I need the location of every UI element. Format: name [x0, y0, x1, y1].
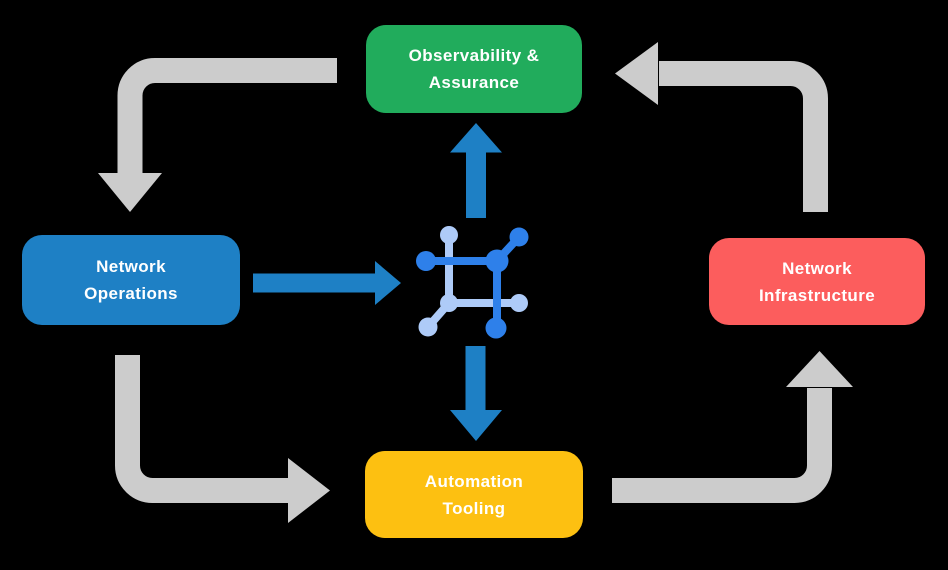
cycle-arrowhead-left-icon	[615, 42, 658, 105]
flow-arrowhead-down-icon	[450, 410, 502, 441]
flow-arrow-hub-to-observability	[450, 123, 502, 218]
network-operations-node: Network Operations	[22, 235, 240, 325]
mesh-node-right-light	[510, 294, 528, 312]
mesh-node-top-right-corner-dark	[485, 249, 509, 273]
node-label-line2: Infrastructure	[758, 285, 876, 305]
cycle-arrow-infrastructure-to-observability	[615, 42, 828, 212]
cycle-arrowhead-right-icon	[288, 458, 330, 523]
mesh-node-left-dark	[416, 251, 436, 271]
flow-arrowhead-up-icon	[450, 123, 502, 153]
mesh-node-bottom-left-corner-light	[440, 294, 458, 312]
flow-arrowhead-right-icon	[375, 261, 401, 305]
mesh-node-top-right-dark	[509, 227, 529, 247]
cycle-arrow-shaft	[117, 58, 337, 174]
flow-arrow-operations-to-hub	[253, 261, 401, 305]
node-label-line2: Operations	[84, 284, 178, 303]
mesh-node-top-light	[440, 226, 458, 244]
automation-tooling-node: Automation Tooling	[365, 451, 583, 538]
node-label-line1: Observability &	[408, 46, 540, 65]
cycle-arrowhead-up-icon	[786, 351, 853, 387]
cycle-arrowhead-down-icon	[98, 173, 162, 212]
cycle-arrow-observability-to-operations	[98, 58, 337, 212]
cycle-arrow-operations-to-automation	[115, 355, 330, 523]
node-label-line1: Network	[782, 258, 852, 278]
node-label-line2: Tooling	[442, 498, 506, 518]
network-mesh-icon	[416, 226, 529, 339]
cycle-arrow-shaft	[115, 355, 289, 503]
node-label-line1: Automation	[424, 471, 524, 491]
mesh-node-bottom-dark	[485, 317, 507, 339]
mesh-node-bottom-left-light	[418, 317, 438, 337]
cycle-arrow-shaft	[659, 61, 828, 212]
observability-assurance-node: Observability & Assurance	[366, 25, 582, 113]
node-label-line1: Network	[96, 257, 166, 276]
node-label-line2: Assurance	[428, 73, 520, 92]
network-infrastructure-node: Network Infrastructure	[709, 238, 925, 325]
flow-arrow-hub-to-automation	[450, 346, 502, 441]
cycle-arrow-automation-to-infrastructure	[612, 351, 853, 503]
cycle-arrow-shaft	[612, 388, 832, 503]
